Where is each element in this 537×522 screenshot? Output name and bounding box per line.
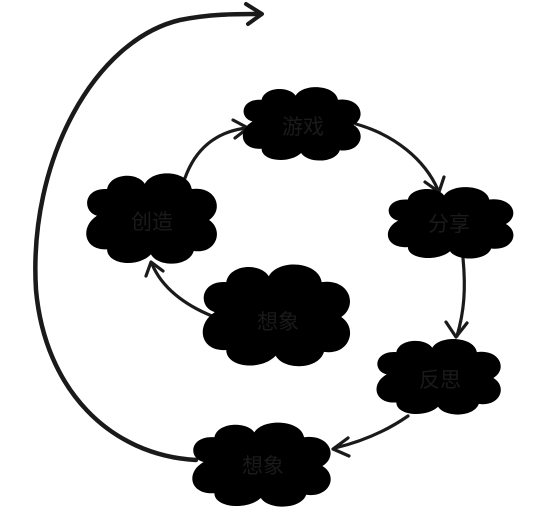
label-share: 分享	[428, 212, 470, 236]
label-imagine-center: 想象	[257, 310, 299, 334]
outer-spiral-arrowhead	[244, 2, 264, 26]
label-imagine-bottom: 想象	[242, 454, 284, 478]
arrowhead-imagine-center-to-create	[144, 260, 165, 278]
arrow-reflect-to-imagine-bottom	[333, 414, 410, 450]
arrow-play-to-share	[354, 122, 440, 192]
label-create: 创造	[131, 210, 173, 234]
label-reflect: 反思	[419, 368, 461, 392]
arrowhead-reflect-to-imagine-bottom	[331, 436, 351, 458]
arrowhead-share-to-reflect	[444, 320, 469, 339]
arrow-share-to-reflect	[455, 256, 466, 338]
label-play: 游戏	[282, 115, 324, 139]
outer-spiral-arrow	[33, 11, 261, 463]
arrow-imagine-center-to-create	[150, 262, 214, 318]
arrow-create-to-play	[183, 126, 248, 180]
